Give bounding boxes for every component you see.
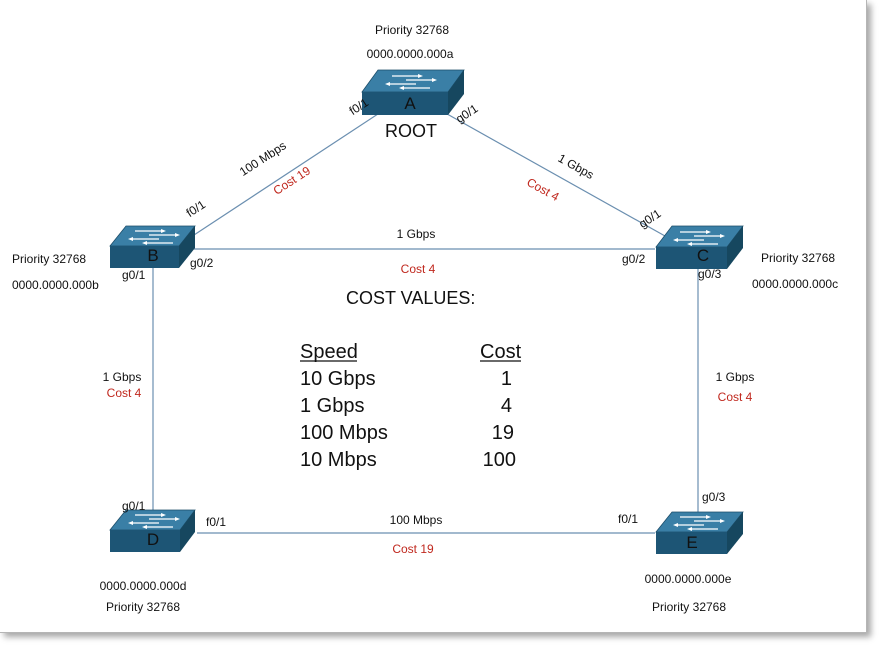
switch-b[interactable]: B bbox=[109, 225, 196, 268]
link-de-speed: 100 Mbps bbox=[390, 513, 443, 527]
switch-b-priority: Priority 32768 bbox=[12, 252, 86, 266]
switch-c-priority: Priority 32768 bbox=[761, 251, 835, 265]
port-c-g02: g0/2 bbox=[622, 252, 646, 266]
link-ac-cost: Cost 4 bbox=[524, 175, 561, 204]
table-row-speed: 1 Gbps bbox=[300, 395, 364, 417]
switch-c-mac: 0000.0000.000c bbox=[752, 277, 838, 291]
table-row-speed: 100 Mbps bbox=[300, 422, 388, 444]
table-row-cost: 19 bbox=[492, 422, 514, 444]
port-c-g03: g0/3 bbox=[698, 267, 722, 281]
switch-icon bbox=[361, 69, 465, 93]
port-b-g01: g0/1 bbox=[122, 268, 146, 282]
link-a-b bbox=[193, 109, 385, 236]
link-bd-cost: Cost 4 bbox=[107, 386, 142, 400]
link-a-c bbox=[439, 109, 666, 237]
switch-b-mac: 0000.0000.000b bbox=[12, 278, 99, 292]
port-b-g02: g0/2 bbox=[190, 256, 214, 270]
switch-c-letter: C bbox=[697, 246, 709, 265]
port-e-g03: g0/3 bbox=[702, 490, 726, 504]
root-label: ROOT bbox=[385, 121, 437, 141]
switch-a[interactable]: A bbox=[361, 69, 465, 115]
switch-a-priority: Priority 32768 bbox=[375, 23, 449, 37]
switch-e-letter: E bbox=[686, 533, 697, 552]
table-row-cost: 100 bbox=[483, 449, 516, 471]
link-bc-speed: 1 Gbps bbox=[397, 227, 436, 241]
switch-d-mac: 0000.0000.000d bbox=[100, 579, 187, 593]
port-d-g01: g0/1 bbox=[122, 499, 146, 513]
table-row-cost: 4 bbox=[501, 395, 512, 417]
port-a-g01: g0/1 bbox=[453, 101, 480, 126]
link-ab-speed: 100 Mbps bbox=[237, 138, 289, 178]
switch-d[interactable]: D bbox=[109, 509, 196, 552]
switch-a-mac: 0000.0000.000a bbox=[367, 47, 454, 61]
link-ac-speed: 1 Gbps bbox=[556, 151, 597, 182]
switch-e-priority: Priority 32768 bbox=[652, 600, 726, 614]
link-ce-cost: Cost 4 bbox=[718, 390, 753, 404]
port-d-f01: f0/1 bbox=[206, 515, 226, 529]
switch-e-mac: 0000.0000.000e bbox=[645, 572, 732, 586]
switch-c[interactable]: C bbox=[655, 225, 744, 269]
table-header-cost: Cost bbox=[480, 341, 522, 363]
link-bc-cost: Cost 4 bbox=[401, 262, 436, 276]
switch-d-priority: Priority 32768 bbox=[106, 600, 180, 614]
port-b-f01: f0/1 bbox=[184, 197, 209, 220]
cost-values-title: COST VALUES: bbox=[346, 288, 475, 308]
switch-b-letter: B bbox=[147, 246, 158, 265]
port-e-f01: f0/1 bbox=[618, 512, 638, 526]
switch-d-letter: D bbox=[147, 530, 159, 549]
link-bd-speed: 1 Gbps bbox=[103, 370, 142, 384]
link-de-cost: Cost 19 bbox=[392, 542, 434, 556]
table-row-cost: 1 bbox=[501, 368, 512, 390]
link-ce-speed: 1 Gbps bbox=[716, 370, 755, 384]
table-header-speed: Speed bbox=[300, 341, 358, 363]
table-row-speed: 10 Gbps bbox=[300, 368, 376, 390]
switch-a-letter: A bbox=[404, 94, 416, 113]
switch-e[interactable]: E bbox=[655, 511, 744, 554]
table-row-speed: 10 Mbps bbox=[300, 449, 377, 471]
